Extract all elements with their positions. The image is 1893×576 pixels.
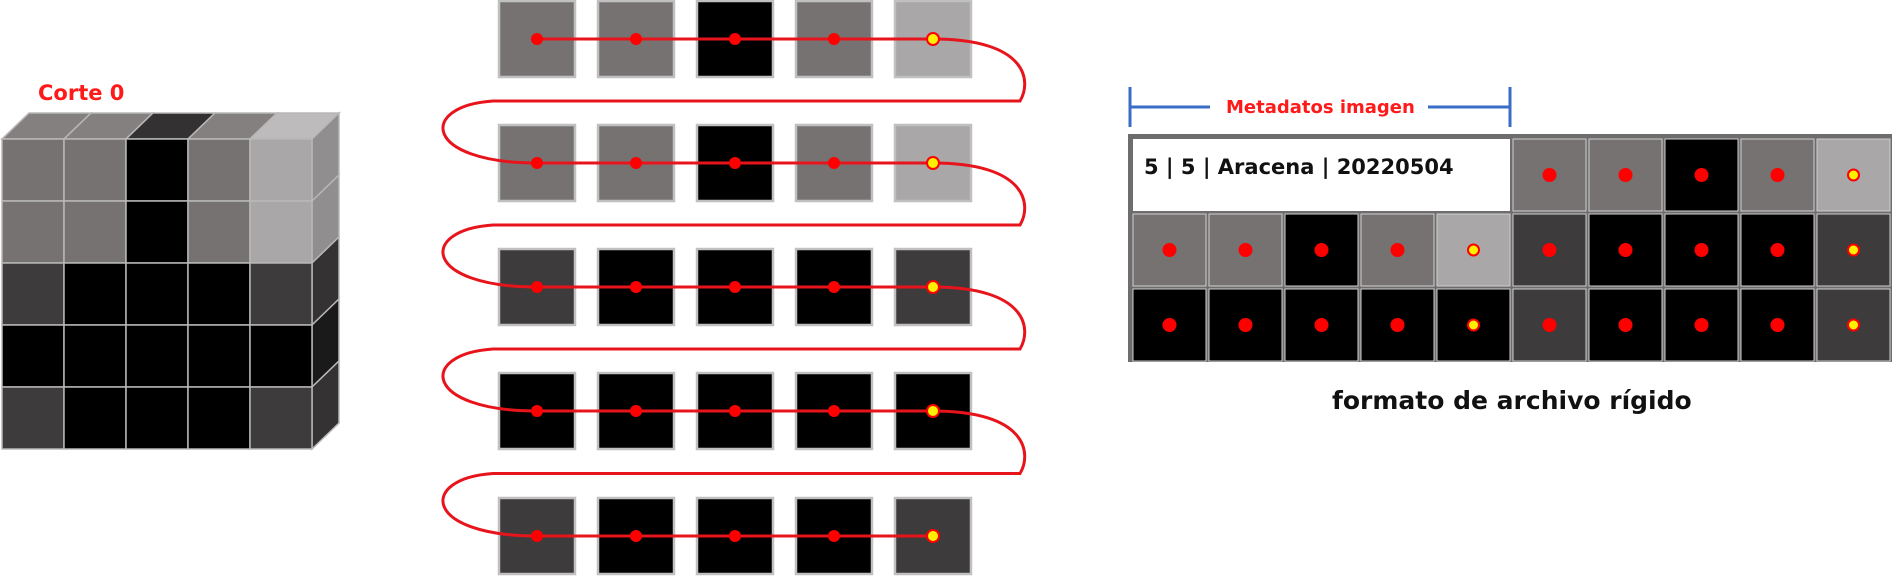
file-pixel-dot — [1238, 318, 1253, 332]
metadata-header-text: 5 | 5 | Aracena | 20220504 — [1144, 155, 1454, 180]
pixel-dot — [828, 281, 840, 293]
cube-front-cell — [1, 386, 65, 450]
file-pixel-dot — [1618, 243, 1633, 257]
cube-front-cell — [1, 262, 65, 326]
file-pixel-dot — [1542, 318, 1557, 332]
pixel-dot — [630, 157, 642, 169]
row-end-dot — [926, 404, 940, 418]
pixel-dot — [729, 33, 741, 45]
file-pixel-dot — [1770, 318, 1785, 332]
file-row-end-dot — [1847, 168, 1860, 182]
cube-front-cell — [63, 262, 127, 326]
file-pixel-dot — [1390, 318, 1405, 332]
cube-front-cell — [249, 262, 313, 326]
rigid-file-format — [1128, 134, 1892, 362]
cube-front-cell — [249, 386, 313, 450]
file-row-end-dot — [1467, 318, 1480, 332]
cube-front-cell — [125, 262, 189, 326]
file-pixel-dot — [1770, 243, 1785, 257]
file-pixel-dot — [1314, 318, 1329, 332]
pixel-dot — [531, 33, 543, 45]
pixel-dot — [828, 33, 840, 45]
cube-front-cell — [63, 200, 127, 264]
scan-path-diagram — [441, 0, 1027, 576]
file-pixel-dot — [1694, 318, 1709, 332]
file-pixel-dot — [1162, 243, 1177, 257]
pixel-dot — [531, 281, 543, 293]
file-row-end-dot — [1847, 318, 1860, 332]
metadata-label: Metadatos imagen — [1226, 97, 1415, 118]
cube-front-cell — [125, 200, 189, 264]
cube-front-cell — [187, 138, 251, 202]
pixel-dot — [828, 405, 840, 417]
cube-front-cell — [125, 138, 189, 202]
file-pixel-cell — [1512, 138, 1587, 212]
cube-front-cell — [187, 324, 251, 388]
file-pixel-cell — [1208, 213, 1283, 287]
file-pixel-dot — [1694, 168, 1709, 182]
pixel-dot — [630, 405, 642, 417]
pixel-dot — [630, 530, 642, 542]
pixel-dot — [828, 530, 840, 542]
pixel-dot — [729, 530, 741, 542]
pixel-dot — [531, 157, 543, 169]
voxel-cube — [0, 111, 341, 451]
row-end-dot — [926, 32, 940, 46]
file-pixel-dot — [1162, 318, 1177, 332]
pixel-dot — [729, 281, 741, 293]
row-end-dot — [926, 529, 940, 543]
pixel-dot — [630, 281, 642, 293]
file-pixel-cell — [1436, 213, 1511, 287]
file-row-end-dot — [1467, 243, 1480, 257]
slice-label: Corte 0 — [38, 81, 124, 105]
cube-front-cell — [1, 324, 65, 388]
file-pixel-dot — [1542, 243, 1557, 257]
cube-front-cell — [1, 200, 65, 264]
cube-front-cell — [125, 386, 189, 450]
cube-front-cell — [249, 324, 313, 388]
cube-front-cell — [187, 262, 251, 326]
pixel-dot — [729, 157, 741, 169]
metadata-bracket — [1128, 87, 1512, 127]
file-pixel-dot — [1390, 243, 1405, 257]
cube-front-cell — [249, 138, 313, 202]
pixel-dot — [630, 33, 642, 45]
cube-front-cell — [63, 138, 127, 202]
pixel-dot — [828, 157, 840, 169]
file-pixel-dot — [1618, 168, 1633, 182]
pixel-dot — [729, 405, 741, 417]
cube-front-cell — [63, 324, 127, 388]
cube-front-cell — [63, 386, 127, 450]
file-pixel-dot — [1618, 318, 1633, 332]
file-pixel-dot — [1694, 243, 1709, 257]
metadata-header-cell — [1133, 139, 1510, 211]
cube-front-cell — [125, 324, 189, 388]
pixel-dot — [531, 405, 543, 417]
cube-front-cell — [187, 200, 251, 264]
file-pixel-dot — [1238, 243, 1253, 257]
file-pixel-dot — [1314, 243, 1329, 257]
file-pixel-dot — [1770, 168, 1785, 182]
pixel-dot — [531, 530, 543, 542]
row-end-dot — [926, 156, 940, 170]
file-pixel-dot — [1542, 168, 1557, 182]
cube-front-cell — [187, 386, 251, 450]
cube-front-cell — [1, 138, 65, 202]
format-caption: formato de archivo rígido — [1332, 386, 1692, 415]
cube-front-cell — [249, 200, 313, 264]
file-row-end-dot — [1847, 243, 1860, 257]
row-end-dot — [926, 280, 940, 294]
